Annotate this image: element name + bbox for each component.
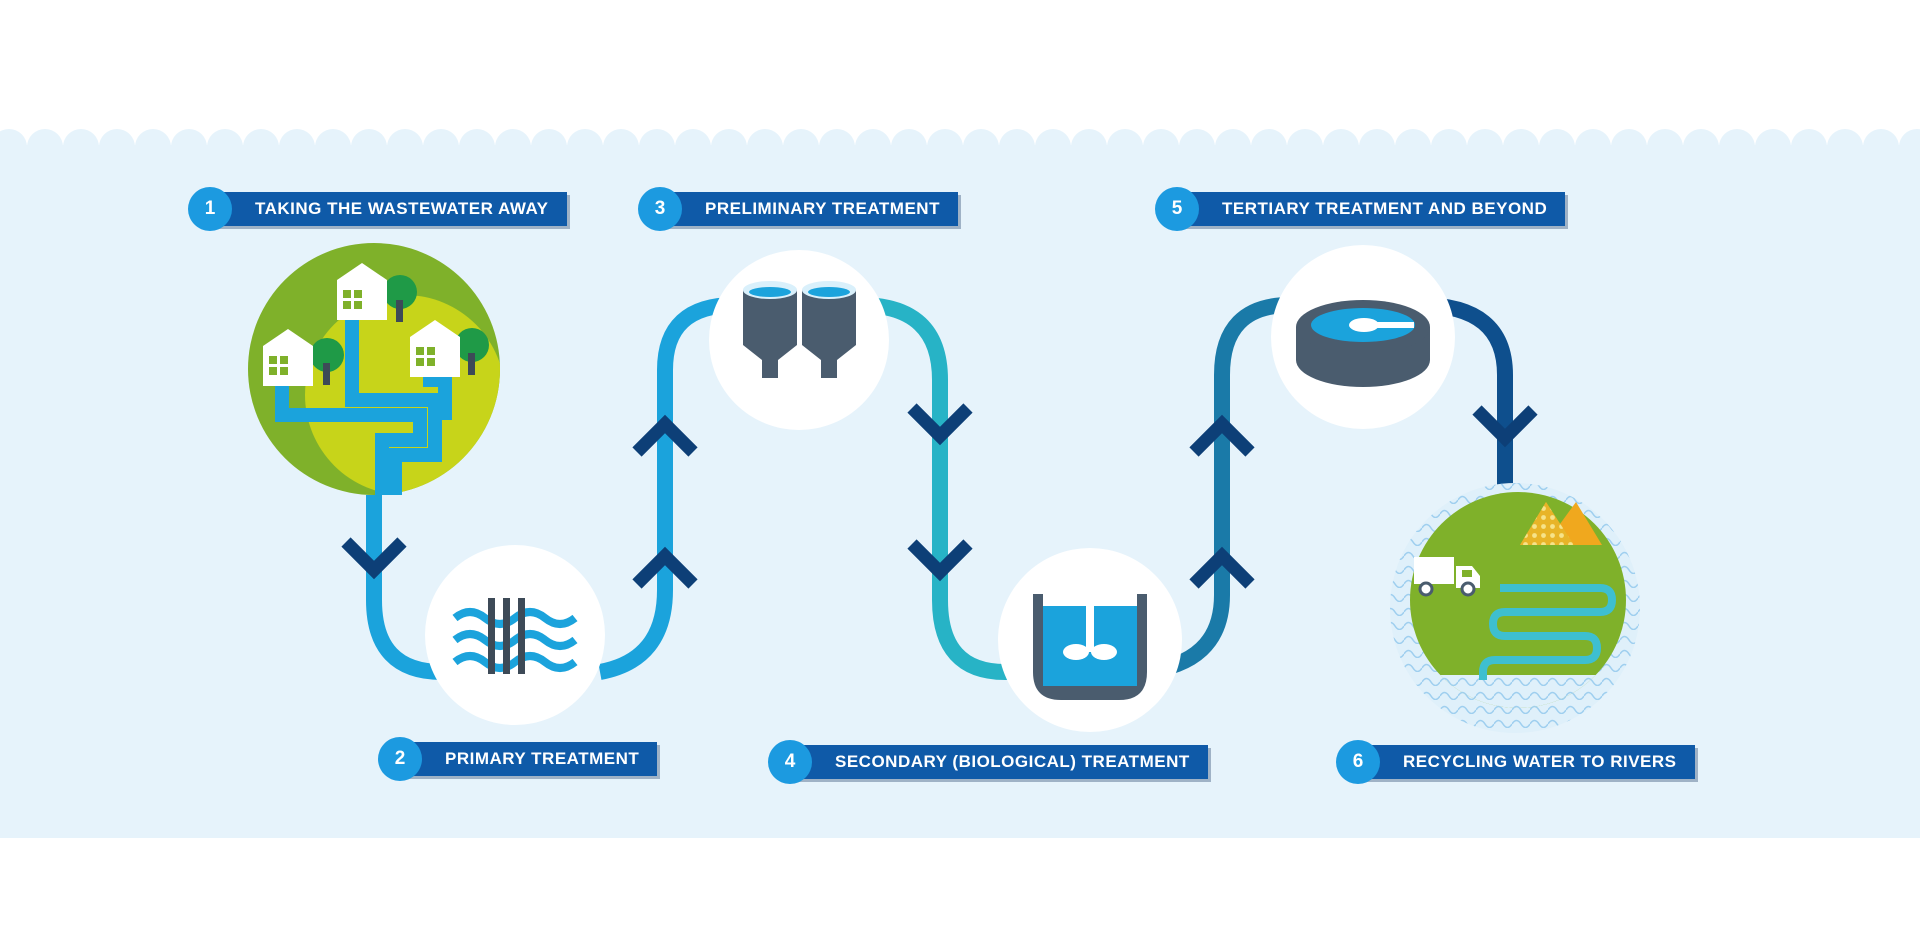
aeration-tank-icon: [998, 548, 1182, 732]
filter-bed-icon: [1271, 245, 1455, 429]
step-number-badge: 6: [1336, 740, 1380, 784]
step-title-bar: SECONDARY (BIOLOGICAL) TREATMENT: [790, 745, 1208, 779]
step-title-bar: TAKING THE WASTEWATER AWAY: [210, 192, 567, 226]
step-number-badge: 2: [378, 737, 422, 781]
screen-filter-icon: [425, 545, 605, 725]
settling-tanks-icon: [709, 250, 889, 430]
step-title: RECYCLING WATER TO RIVERS: [1358, 745, 1695, 779]
step-title: PRELIMINARY TREATMENT: [660, 192, 958, 226]
step-title-bar: PRELIMINARY TREATMENT: [660, 192, 958, 226]
step-number-badge: 5: [1155, 187, 1199, 231]
step-number-badge: 3: [638, 187, 682, 231]
river-landscape-icon: [1390, 483, 1640, 733]
step-title-bar: TERTIARY TREATMENT AND BEYOND: [1177, 192, 1565, 226]
background-panel: [0, 129, 1920, 838]
step-number-badge: 4: [768, 740, 812, 784]
step-title-bar: RECYCLING WATER TO RIVERS: [1358, 745, 1695, 779]
step-title: PRIMARY TREATMENT: [400, 742, 657, 776]
step-title: TERTIARY TREATMENT AND BEYOND: [1177, 192, 1565, 226]
step-number-badge: 1: [188, 187, 232, 231]
step-title: SECONDARY (BIOLOGICAL) TREATMENT: [790, 745, 1208, 779]
step-title: TAKING THE WASTEWATER AWAY: [210, 192, 567, 226]
step-title-bar: PRIMARY TREATMENT: [400, 742, 657, 776]
